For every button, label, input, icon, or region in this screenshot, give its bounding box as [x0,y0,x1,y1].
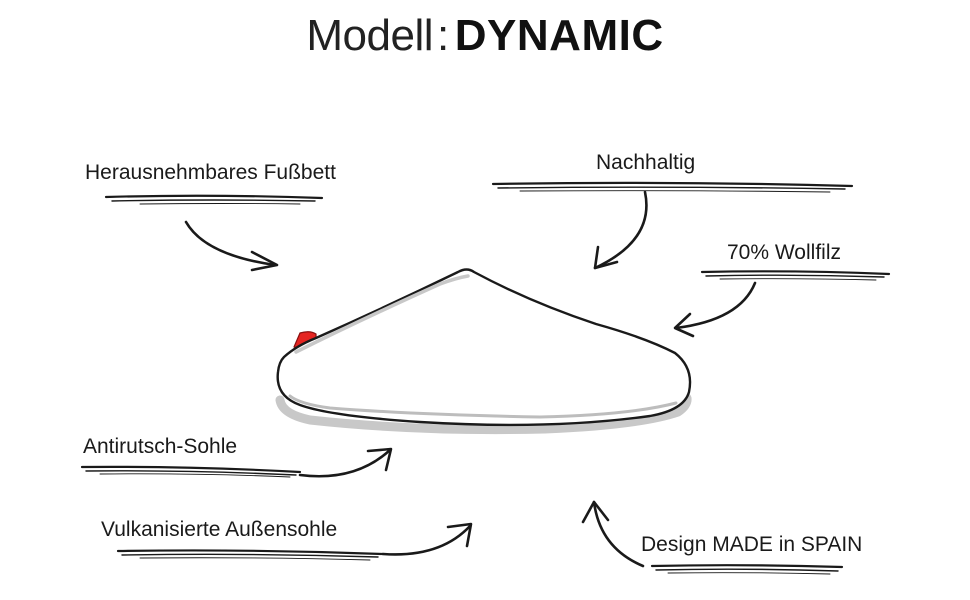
label-wollfilz: 70% Wollfilz [727,241,841,264]
label-design-made-in-spain: Design MADE in SPAIN [641,533,863,556]
title-prefix: Modell [306,11,434,60]
underline-fussbett [104,194,324,205]
underline-vulkanisiert [116,549,385,561]
arrow-fussbett [184,220,279,272]
underline-design [650,564,844,575]
title-separator: : [437,11,449,60]
page-title: Modell:DYNAMIC [0,8,970,64]
arrow-nachhaltig [593,190,648,270]
arrow-design [581,500,645,568]
label-vulkanisierte-aussensohle: Vulkanisierte Außensohle [101,518,338,541]
slipper [275,268,692,435]
underline-wollfilz [700,270,891,281]
label-antirutsch-sohle: Antirutsch-Sohle [83,435,238,458]
label-nachhaltig: Nachhaltig [596,151,696,174]
arrow-antirutsch [298,447,393,478]
underline-nachhaltig [491,181,854,193]
underline-antirutsch [80,465,302,478]
model-name: DYNAMIC [454,11,664,60]
arrow-vulkanisiert [381,522,473,556]
arrow-wollfilz [673,281,757,338]
label-herausnehmbares-fussbett: Herausnehmbares Fußbett [85,161,336,184]
